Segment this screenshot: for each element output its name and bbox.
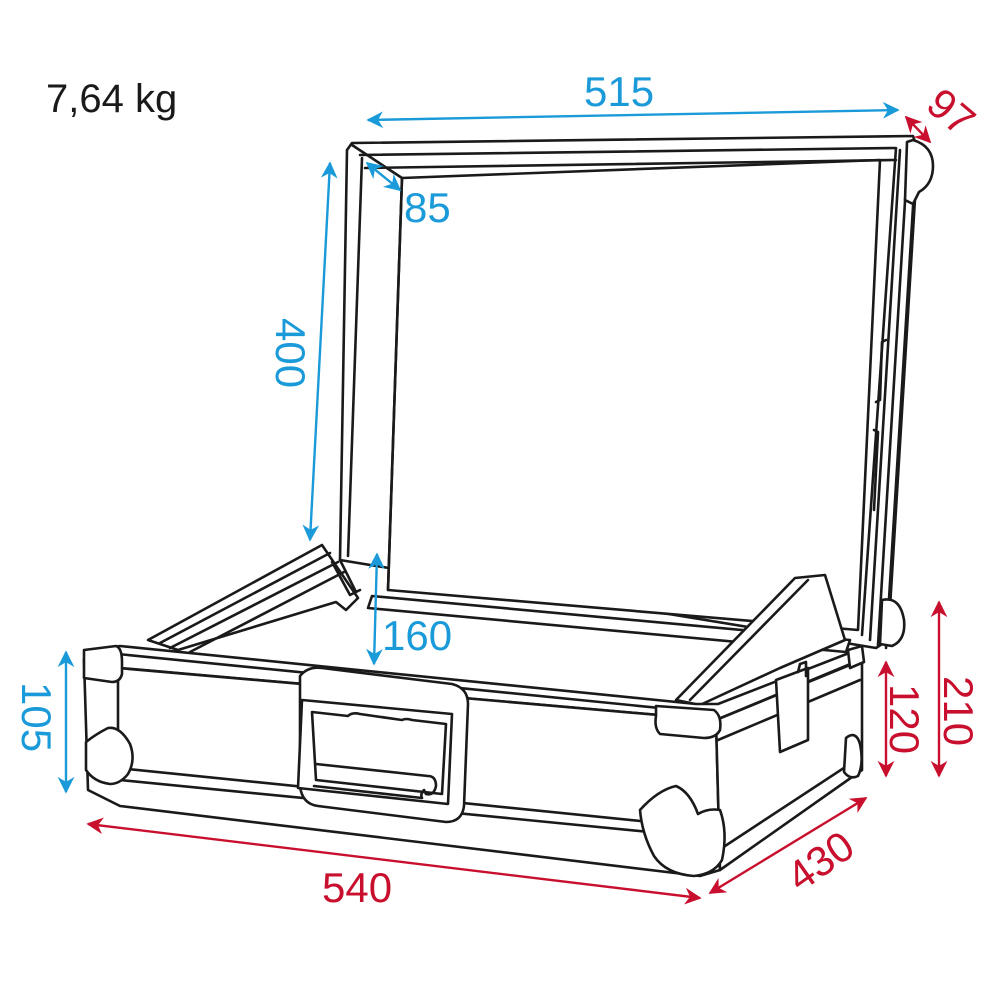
blue-dimensions: 515 85 400 160 105 <box>13 68 900 794</box>
label-base-side-height: 120 <box>881 684 928 754</box>
arrow-interior-depth <box>366 552 385 666</box>
carry-handle <box>296 666 470 824</box>
corner-right-back-top <box>846 644 866 670</box>
label-total-depth: 430 <box>778 822 862 901</box>
label-lid-frame-depth: 85 <box>404 184 451 231</box>
label-lid-height: 400 <box>267 318 314 388</box>
arrow-lid-frame-depth <box>365 161 402 192</box>
label-total-width: 540 <box>322 864 392 911</box>
arrow-lid-height <box>302 161 338 542</box>
label-lid-width: 515 <box>584 68 654 115</box>
arrow-lid-width <box>366 101 900 129</box>
corner-right-back-bottom <box>842 733 863 779</box>
corner-bottom-left <box>84 726 134 786</box>
arrow-lid-depth <box>904 115 932 144</box>
label-interior-depth: 160 <box>382 612 452 659</box>
arrow-total-width <box>86 817 702 905</box>
label-lid-depth: 97 <box>918 79 984 145</box>
case-lid <box>338 134 935 650</box>
label-total-height: 210 <box>935 676 982 746</box>
arrow-total-depth <box>708 796 868 895</box>
label-base-front-height: 105 <box>13 682 60 752</box>
weight-label: 7,64 kg <box>46 77 177 121</box>
corner-top-left <box>82 644 124 684</box>
corner-top-right <box>654 704 722 740</box>
